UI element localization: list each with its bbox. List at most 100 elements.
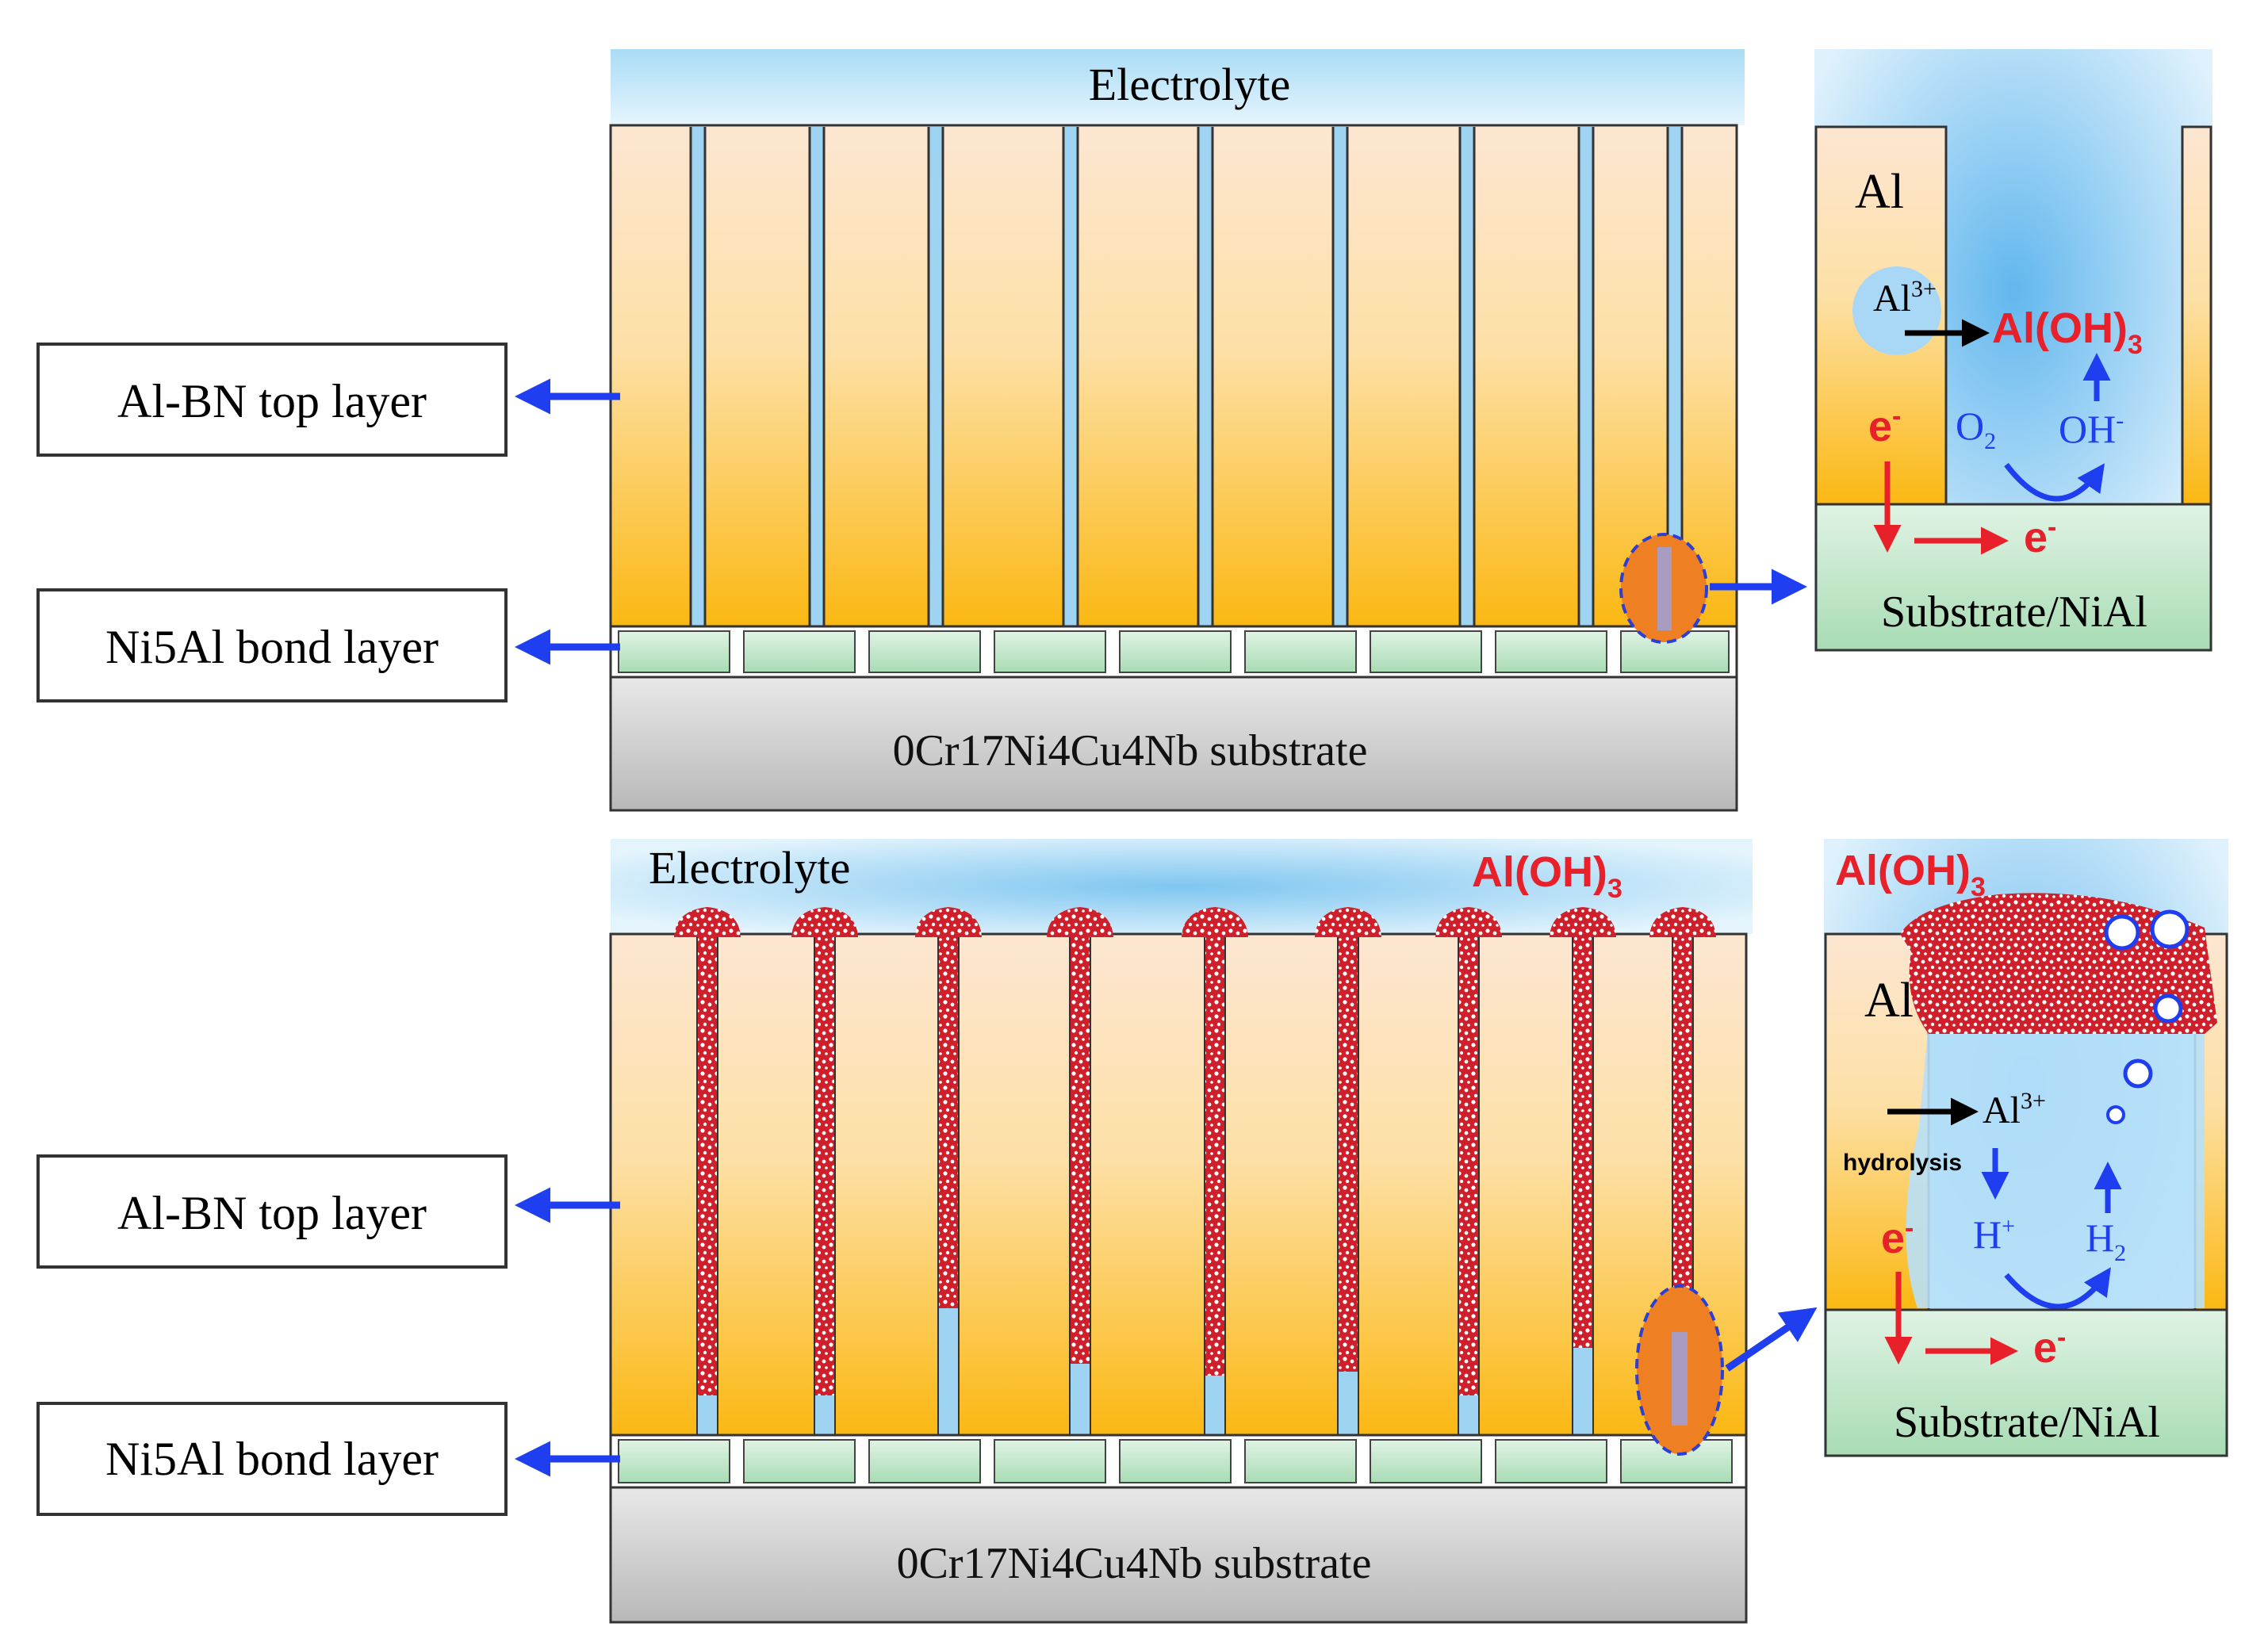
top-detail-substrate-label: Substrate/NiAl <box>1881 588 2147 637</box>
bottom-bond-block <box>994 1439 1106 1483</box>
bottom-crack-hydroxide <box>1672 934 1693 1332</box>
bottom-label-bond-layer: Ni5Al bond layer <box>105 1433 439 1485</box>
top-crack <box>1333 127 1347 626</box>
bottom-detail-substrate-label: Substrate/NiAl <box>1894 1398 2160 1447</box>
bottom-detail-pit <box>1906 1023 2205 1308</box>
bottom-detail-electron: e- <box>1881 1213 1914 1262</box>
bottom-detail-al-label: Al <box>1864 974 1914 1028</box>
top-detail-electron: e- <box>1868 401 1901 450</box>
top-panel: Electrolyte 0Cr17Ni4Cu4Nb substrate Al-B… <box>36 49 2212 812</box>
top-detail-al-label: Al <box>1855 165 1904 219</box>
bottom-crack-hydroxide <box>1458 934 1479 1395</box>
top-label-box-top-layer <box>36 343 508 457</box>
bottom-detail-curved-arrow <box>2004 1267 2111 1310</box>
bottom-bond-block <box>618 1439 730 1483</box>
bottom-substrate-label: 0Cr17Ni4Cu4Nb substrate <box>897 1539 1372 1588</box>
bottom-label-top-layer: Al-BN top layer <box>117 1187 427 1239</box>
bottom-bond-block <box>1370 1439 1482 1483</box>
top-bond-block <box>1495 630 1607 673</box>
bottom-detail-substrate <box>1824 1308 2228 1457</box>
bottom-detail-bubble-1 <box>2104 914 2140 951</box>
top-detail-curved-arrow <box>2004 462 2105 502</box>
bottom-crack-hydroxide <box>814 934 835 1395</box>
bottom-detail-bubble-5 <box>2106 1105 2125 1124</box>
bottom-hydroxide-cap <box>1182 907 1248 937</box>
bottom-label-box-top-layer <box>36 1154 508 1269</box>
bottom-detail-al3-ion: Al3+ <box>1983 1088 2046 1131</box>
bottom-crack-hydroxide <box>697 934 718 1395</box>
top-electrolyte-label: Electrolyte <box>1089 59 1290 110</box>
top-crack <box>810 127 824 626</box>
top-detail-al3-ion: Al3+ <box>1873 276 1937 320</box>
bottom-crack-hydroxide <box>1338 934 1358 1372</box>
top-bond-block <box>1244 630 1357 673</box>
bottom-bond-block <box>743 1439 856 1483</box>
top-crack <box>1198 127 1213 626</box>
top-coating-layer <box>609 124 1738 628</box>
bottom-detail-bubble-4 <box>2123 1058 2153 1089</box>
top-crack <box>1579 127 1593 626</box>
bottom-detail-bubble-3 <box>2153 993 2183 1024</box>
top-crack <box>691 127 705 626</box>
top-highlight-crack <box>1657 547 1672 630</box>
bottom-crack-hydroxide <box>938 934 959 1308</box>
bottom-detail-bubble-2 <box>2150 909 2189 949</box>
top-crack <box>1460 127 1474 626</box>
bottom-highlight-crack <box>1672 1332 1688 1426</box>
bottom-crack-hydroxide <box>1573 934 1593 1348</box>
bottom-panel: Electrolyte Al(OH)3 0Cr17Ni4Cu4Nb substr… <box>36 839 2228 1624</box>
top-crack <box>1668 127 1682 626</box>
bottom-hydroxide-cap <box>674 907 741 937</box>
bottom-crack-hydroxide <box>1070 934 1090 1364</box>
top-detail-electron-2: e- <box>2024 512 2056 561</box>
bottom-cracks <box>674 907 1716 1435</box>
bottom-electrolyte-label: Electrolyte <box>649 842 850 894</box>
bottom-hydroxide-cap <box>1649 907 1716 937</box>
bottom-detail-electron-2: e- <box>2033 1323 2066 1372</box>
top-bond-block <box>868 630 981 673</box>
bottom-bond-block <box>1119 1439 1232 1483</box>
bottom-label-box-bond-layer <box>36 1402 508 1516</box>
bottom-detail-box: Al(OH)3 Al Al3+ hydrolysis e- H+ H2 e- S <box>1824 839 2228 1457</box>
top-substrate <box>609 676 1738 812</box>
bottom-coating-layer <box>609 932 1748 1437</box>
bottom-bond-blocks <box>618 1439 1733 1483</box>
bottom-bond-block <box>868 1439 981 1483</box>
top-cracks <box>689 127 1684 626</box>
top-bond-block <box>1620 630 1730 673</box>
top-bond-block <box>743 630 856 673</box>
top-label-box-bond-layer <box>36 588 508 702</box>
top-detail-box: Al Al3+ Al(OH)3 e- O2 OH- e- Substrate/N… <box>1814 49 2212 652</box>
bottom-hydroxide-cap <box>1315 907 1381 937</box>
bottom-detail-h2: H2 <box>2086 1215 2126 1266</box>
top-bond-blocks <box>618 630 1730 673</box>
bottom-detail-h-ion: H+ <box>1973 1212 2015 1257</box>
bottom-detail-product: Al(OH)3 <box>1835 847 1986 902</box>
bottom-crack-hydroxide <box>1205 934 1225 1376</box>
bottom-detail-hydrolysis: hydrolysis <box>1843 1150 1962 1176</box>
top-detail-right-block <box>2181 125 2212 506</box>
top-bond-block <box>1370 630 1482 673</box>
top-crack <box>929 127 943 626</box>
bottom-bond-block <box>1495 1439 1607 1483</box>
top-bond-block <box>618 630 730 673</box>
bottom-bond-block <box>1244 1439 1357 1483</box>
top-electrolyte-region <box>611 49 1745 125</box>
top-bond-block <box>1119 630 1232 673</box>
top-detail-o2: O2 <box>1956 404 1996 454</box>
bottom-hydroxide-cap <box>1550 907 1616 937</box>
top-bond-block <box>994 630 1106 673</box>
bottom-product-label: Al(OH)3 <box>1472 848 1622 904</box>
top-detail-oh: OH- <box>2059 407 2124 451</box>
bottom-hydroxide-cap <box>1435 907 1502 937</box>
top-crack <box>1063 127 1078 626</box>
bottom-hydroxide-cap <box>1047 907 1113 937</box>
top-substrate-label: 0Cr17Ni4Cu4Nb substrate <box>893 726 1368 775</box>
bottom-hydroxide-cap <box>915 907 982 937</box>
top-detail-product: Al(OH)3 <box>1992 304 2143 360</box>
top-label-bond-layer: Ni5Al bond layer <box>105 621 439 673</box>
bottom-hydroxide-cap <box>791 907 858 937</box>
bottom-substrate <box>609 1486 1748 1624</box>
bottom-zoom-arrow <box>1725 1307 1818 1372</box>
